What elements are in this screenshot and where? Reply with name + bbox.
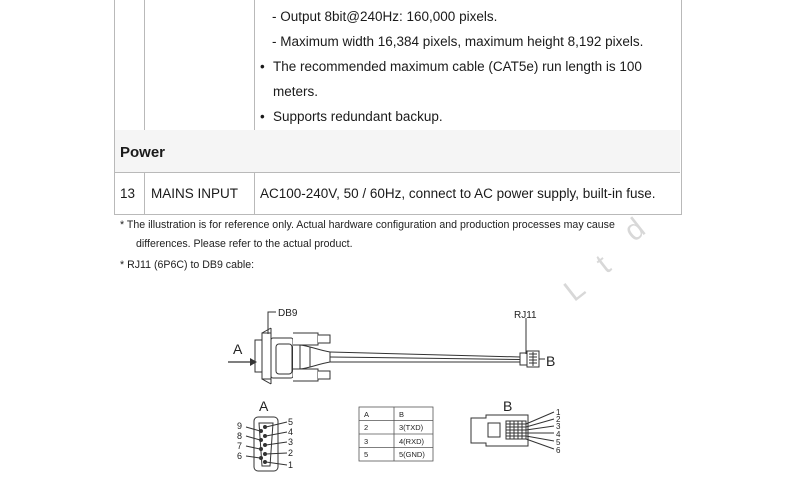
note-illustration-cont: differences. Please refer to the actual …	[136, 238, 353, 250]
table-border	[114, 0, 682, 215]
pin-table-cell: 3	[364, 437, 368, 446]
arrow-icon	[228, 358, 257, 366]
db9-pin-label: 9	[237, 421, 242, 431]
rj11-front-view	[470, 411, 555, 450]
row-description: AC100-240V, 50 / 60Hz, connect to AC pow…	[260, 186, 656, 201]
spec-output-line: - Output 8bit@240Hz: 160,000 pixels.	[272, 9, 498, 24]
pin-table	[358, 406, 434, 462]
pin-table-cell: 5	[364, 450, 368, 459]
db9-front-view	[245, 416, 288, 472]
end-a-label: A	[233, 341, 243, 357]
view-a-label: A	[259, 398, 269, 414]
spec-max-line: - Maximum width 16,384 pixels, maximum h…	[272, 34, 644, 49]
spec-backup-line: Supports redundant backup.	[273, 109, 443, 124]
db9-leader	[267, 311, 276, 334]
end-b-label: B	[546, 353, 555, 369]
db9-label: DB9	[278, 308, 298, 319]
rj11-pin-label: 6	[556, 446, 561, 455]
rj11-pin-label: 5	[556, 438, 561, 447]
section-title-power: Power	[120, 144, 166, 161]
spec-table: - Output 8bit@240Hz: 160,000 pixels. - M…	[114, 0, 682, 215]
spec-cable-line: The recommended maximum cable (CAT5e) ru…	[273, 59, 642, 74]
pin-table-cell: 4(RXD)	[399, 437, 425, 446]
cable-line	[329, 351, 521, 363]
col-divider	[144, 172, 145, 214]
db9-pin-label: 6	[237, 451, 242, 461]
row-number: 13	[120, 186, 136, 201]
row-divider	[114, 172, 680, 173]
rj11-plug	[519, 350, 540, 368]
view-b-label: B	[503, 398, 512, 414]
db9-connector	[254, 327, 331, 385]
db9-pin-label: 4	[288, 427, 293, 437]
pin-table-header: A	[364, 410, 369, 419]
rj11-pin-label: 2	[556, 415, 561, 424]
rj11-label: RJ11	[514, 310, 537, 321]
note-illustration: * The illustration is for reference only…	[120, 219, 615, 231]
db9-pin-label: 8	[237, 431, 242, 441]
col-divider	[254, 0, 255, 130]
section-row-power	[115, 130, 680, 172]
pin-table-cell: 5(GND)	[399, 450, 425, 459]
rj11-pin-label: 1	[556, 408, 561, 417]
rj11-pin-label: 3	[556, 422, 561, 431]
note-cable: * RJ11 (6P6C) to DB9 cable:	[120, 259, 255, 271]
bullet: •	[260, 59, 265, 74]
row-name: MAINS INPUT	[151, 186, 239, 201]
db9-pin-label: 7	[237, 441, 242, 451]
col-divider	[254, 172, 255, 214]
pin-table-header: B	[399, 410, 404, 419]
db9-pin-label: 1	[288, 460, 293, 470]
rj11-pin-label: 4	[556, 430, 561, 439]
db9-pin-label: 5	[288, 417, 293, 427]
db9-pin-label: 2	[288, 448, 293, 458]
pin-table-cell: 2	[364, 423, 368, 432]
bullet: •	[260, 109, 265, 124]
col-divider	[144, 0, 145, 130]
db9-pin-label: 3	[288, 437, 293, 447]
pin-table-cell: 3(TXD)	[399, 423, 424, 432]
spec-cable-line-cont: meters.	[273, 84, 319, 99]
